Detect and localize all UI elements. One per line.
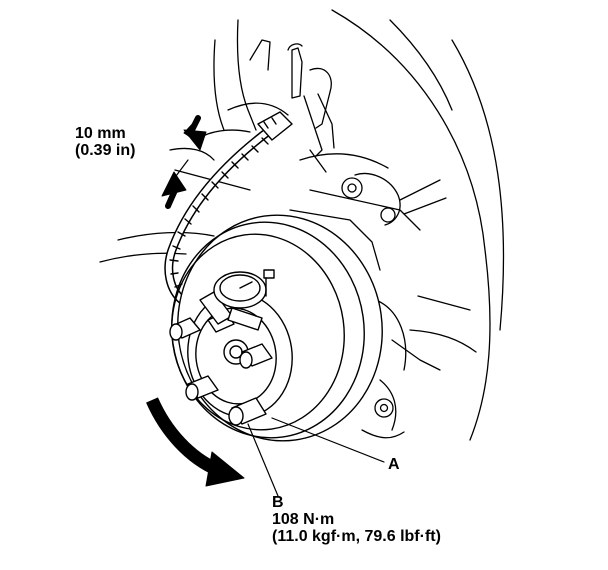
- callout-b: B: [272, 494, 284, 511]
- suspension-background: [99, 9, 505, 441]
- lug-nut: [239, 343, 273, 369]
- torque-value: 108 N·m: [272, 511, 335, 528]
- lug-nut: [185, 375, 219, 401]
- lug-nut: [169, 317, 201, 341]
- flexible-gauge-arm: [164, 111, 293, 305]
- leader-line-b: [247, 423, 279, 497]
- gap-measurement-imperial: (0.39 in): [75, 142, 136, 159]
- leader-lines: [247, 417, 385, 497]
- curved-arrow-icon: [146, 397, 245, 487]
- leader-line-a: [271, 417, 385, 463]
- torque-conversion: (11.0 kgf·m, 79.6 lbf·ft): [272, 528, 441, 545]
- double-arrow-icon: [161, 115, 207, 209]
- callout-a: A: [388, 456, 400, 473]
- gap-measurement-label: 10 mm: [75, 125, 126, 142]
- dial-indicator: [199, 269, 275, 331]
- lug-nut-b: [228, 397, 267, 426]
